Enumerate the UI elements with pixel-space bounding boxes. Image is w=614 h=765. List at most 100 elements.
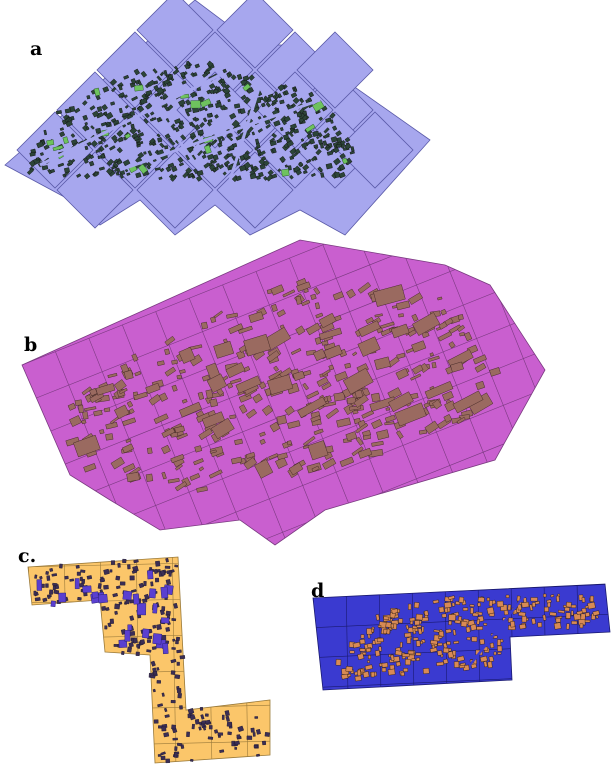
building-footprint — [180, 71, 186, 78]
building-footprint — [452, 390, 484, 414]
building-footprint — [34, 574, 38, 579]
building-footprint — [243, 333, 271, 357]
building-footprint — [122, 112, 129, 117]
building-footprint — [254, 716, 259, 719]
park-area — [312, 100, 325, 113]
building-footprint — [110, 101, 116, 106]
building-footprint — [124, 104, 129, 109]
highlighted-building — [58, 592, 67, 603]
building-footprint — [259, 431, 266, 437]
building-footprint — [441, 613, 447, 618]
building-footprint — [146, 649, 152, 653]
building-footprint — [180, 134, 187, 141]
building-footprint — [370, 628, 375, 633]
building-footprint — [466, 637, 471, 641]
building-footprint — [107, 622, 112, 628]
building-footprint — [477, 602, 481, 607]
building-footprint — [165, 579, 172, 586]
building-footprint — [316, 376, 329, 387]
building-footprint — [356, 669, 362, 677]
building-footprint — [82, 157, 89, 164]
building-footprint — [595, 615, 599, 619]
building-footprint — [386, 628, 391, 635]
building-footprint — [442, 658, 449, 665]
building-footprint — [251, 165, 257, 171]
building-footprint — [263, 159, 270, 167]
grid-line — [88, 309, 545, 533]
building-footprint — [290, 348, 302, 355]
building-footprint — [318, 116, 324, 122]
building-footprint — [98, 166, 105, 171]
building-footprint — [238, 325, 253, 334]
building-footprint — [431, 362, 437, 369]
building-footprint — [293, 128, 300, 134]
building-footprint — [395, 661, 401, 667]
building-footprint — [110, 456, 125, 470]
building-footprint — [209, 449, 217, 454]
building-footprint — [173, 602, 178, 609]
map-tile-area — [27, 556, 271, 764]
building-footprint — [110, 560, 116, 565]
grid-line — [115, 376, 545, 545]
building-footprint — [176, 661, 180, 666]
grid-line — [55, 351, 167, 545]
building-footprint — [314, 302, 321, 310]
building-footprint — [355, 436, 364, 446]
building-footprint — [370, 671, 375, 678]
building-footprint — [106, 121, 111, 127]
building-footprint — [70, 115, 75, 121]
panel-a-label: a — [30, 38, 43, 60]
building-footprint — [62, 173, 67, 178]
building-footprint — [153, 413, 169, 425]
building-footprint — [190, 122, 196, 128]
building-footprint — [51, 573, 58, 577]
building-footprint — [198, 726, 202, 731]
building-footprint — [338, 163, 346, 171]
building-footprint — [185, 154, 190, 161]
building-footprint — [416, 640, 421, 647]
building-footprint — [246, 735, 253, 740]
building-footprint — [137, 151, 145, 159]
building-footprint — [88, 160, 95, 167]
building-footprint — [273, 365, 279, 372]
building-footprint — [69, 415, 82, 427]
building-footprint — [200, 321, 209, 330]
building-footprint — [346, 288, 356, 299]
building-footprint — [387, 387, 402, 400]
building-footprint — [156, 75, 163, 82]
building-footprint — [231, 456, 243, 465]
building-footprint — [213, 340, 235, 359]
building-footprint — [307, 440, 329, 461]
building-footprint — [181, 398, 188, 404]
building-footprint — [407, 329, 417, 337]
building-footprint — [230, 74, 237, 81]
building-footprint — [170, 658, 177, 664]
building-footprint — [161, 444, 171, 455]
building-footprint — [193, 168, 199, 175]
building-footprint — [471, 636, 478, 642]
building-footprint — [236, 734, 241, 739]
building-footprint — [556, 595, 560, 603]
building-footprint — [101, 104, 108, 111]
building-footprint — [312, 348, 327, 362]
building-footprint — [252, 732, 256, 737]
building-footprint — [145, 102, 153, 110]
building-footprint — [361, 409, 375, 419]
grid-line — [389, 240, 502, 497]
park-area — [190, 100, 201, 109]
building-footprint — [417, 628, 423, 635]
building-footprint — [140, 70, 148, 78]
building-footprint — [302, 382, 309, 391]
building-footprint — [170, 140, 176, 146]
building-footprint — [126, 172, 131, 176]
building-footprint — [223, 160, 230, 166]
park-area — [46, 139, 55, 146]
building-footprint — [270, 303, 278, 312]
building-footprint — [150, 581, 154, 587]
building-footprint — [111, 86, 117, 93]
grid-line — [22, 240, 545, 366]
building-footprint — [170, 175, 177, 182]
building-footprint — [109, 78, 118, 86]
building-footprint — [550, 594, 555, 598]
building-footprint — [126, 400, 134, 408]
